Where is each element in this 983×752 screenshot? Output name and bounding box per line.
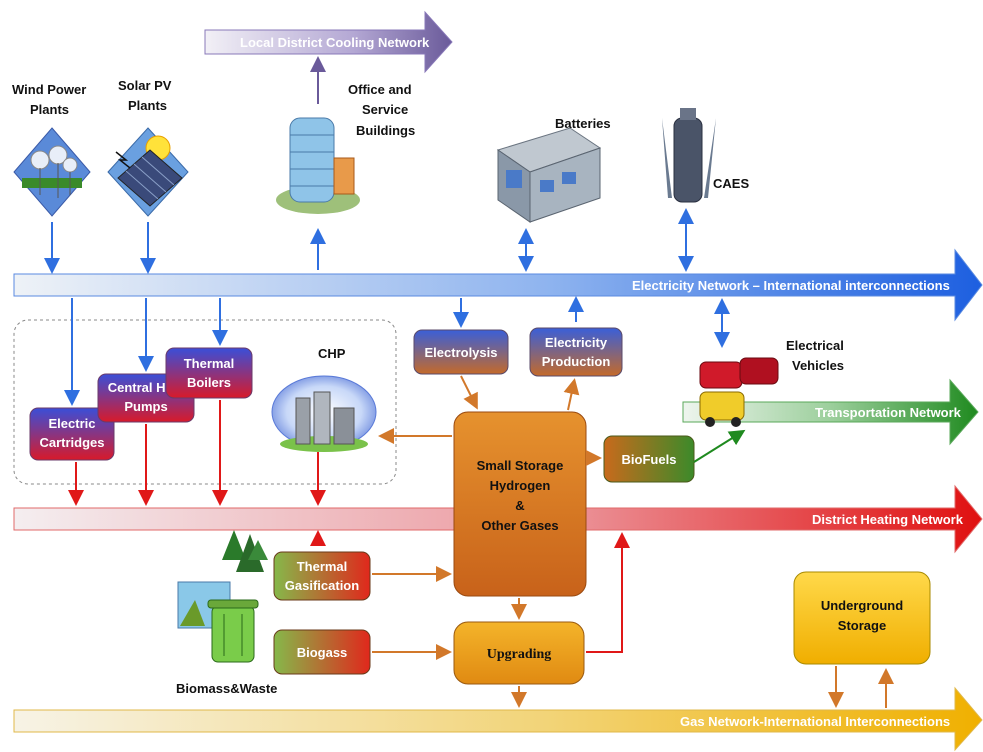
office-label-line1: Office and (348, 82, 412, 97)
ev-label-line1: Electrical (786, 338, 844, 353)
electric-cartridges-box: Electric Cartridges (29, 407, 115, 461)
storage-line2: Hydrogen (490, 478, 551, 493)
cooling-network-arrow: Local District Cooling Network (204, 10, 453, 74)
electrolysis-to-storage-arrow (460, 375, 478, 410)
solar-label-line2: Plants (128, 98, 167, 113)
biogass-label: Biogass (297, 645, 348, 660)
underground-storage-line1: Underground (821, 598, 903, 613)
cooling-network-label: Local District Cooling Network (240, 35, 430, 50)
office-label-line2: Service (362, 102, 408, 117)
underground-storage-line2: Storage (838, 618, 886, 633)
solar-pv-plants-icon (107, 127, 189, 217)
office-building-icon (276, 117, 360, 214)
biofuels-to-transport-arrow (693, 429, 746, 463)
heating-network-label: District Heating Network (812, 512, 964, 527)
gas-network-label: Gas Network-International Interconnectio… (680, 714, 950, 729)
electricity-network-arrow: Electricity Network – International inte… (13, 248, 983, 322)
electrolysis-box: Electrolysis (413, 329, 509, 375)
biomass-label: Biomass&Waste (176, 681, 277, 696)
storage-line1: Small Storage (477, 458, 564, 473)
storage-line3: & (515, 498, 524, 513)
electricity-production-box: Electricity Production (529, 327, 623, 377)
wind-label-line1: Wind Power (12, 82, 86, 97)
thermal-boilers-box: Thermal Boilers (165, 347, 253, 399)
thermal-gasification-box: Thermal Gasification (273, 551, 371, 601)
biofuels-label: BioFuels (622, 452, 677, 467)
caes-tank-icon (662, 108, 716, 203)
caes-label: CAES (713, 176, 749, 191)
biogass-box: Biogass (273, 629, 371, 675)
solar-label-line1: Solar PV (118, 78, 172, 93)
upgrading-label: Upgrading (487, 647, 552, 662)
electricity-production-line2: Production (542, 354, 611, 369)
transportation-network-label: Transportation Network (815, 405, 962, 420)
gas-network-arrow: Gas Network-International Interconnectio… (13, 686, 983, 752)
upgrading-box: Upgrading (453, 621, 585, 685)
thermal-boilers-line2: Boilers (187, 375, 231, 390)
heat-producers-group-frame (13, 319, 397, 485)
ev-label-line2: Vehicles (792, 358, 844, 373)
electricity-network-label: Electricity Network – International inte… (632, 278, 950, 293)
electrolysis-label: Electrolysis (425, 345, 498, 360)
biofuels-box: BioFuels (603, 435, 695, 483)
thermal-boilers-line1: Thermal (184, 356, 235, 371)
electric-cartridges-line2: Cartridges (39, 435, 104, 450)
upgrading-to-heating-arrow (586, 532, 630, 653)
thermal-gasification-line1: Thermal (297, 559, 348, 574)
storage-box: Small Storage Hydrogen & Other Gases (453, 411, 587, 597)
transportation-network-arrow: Transportation Network (682, 378, 979, 446)
chp-label: CHP (318, 346, 346, 361)
electrical-vehicles-icon (699, 357, 779, 427)
electricity-production-line1: Electricity (545, 335, 608, 350)
batteries-icon (496, 127, 602, 223)
thermal-gasification-line2: Gasification (285, 578, 359, 593)
electric-cartridges-line1: Electric (49, 416, 96, 431)
wind-power-plants-icon (13, 127, 91, 217)
wind-label-line2: Plants (30, 102, 69, 117)
chp-plant-icon (271, 375, 377, 452)
underground-storage-box: Underground Storage (793, 571, 931, 665)
storage-to-production-arrow (563, 378, 580, 411)
flow-arrows (44, 56, 894, 708)
storage-line4: Other Gases (481, 518, 558, 533)
central-heat-pumps-line2: Pumps (124, 399, 167, 414)
office-label-line3: Buildings (356, 123, 415, 138)
biomass-waste-icon (177, 530, 268, 663)
batteries-label: Batteries (555, 116, 611, 131)
